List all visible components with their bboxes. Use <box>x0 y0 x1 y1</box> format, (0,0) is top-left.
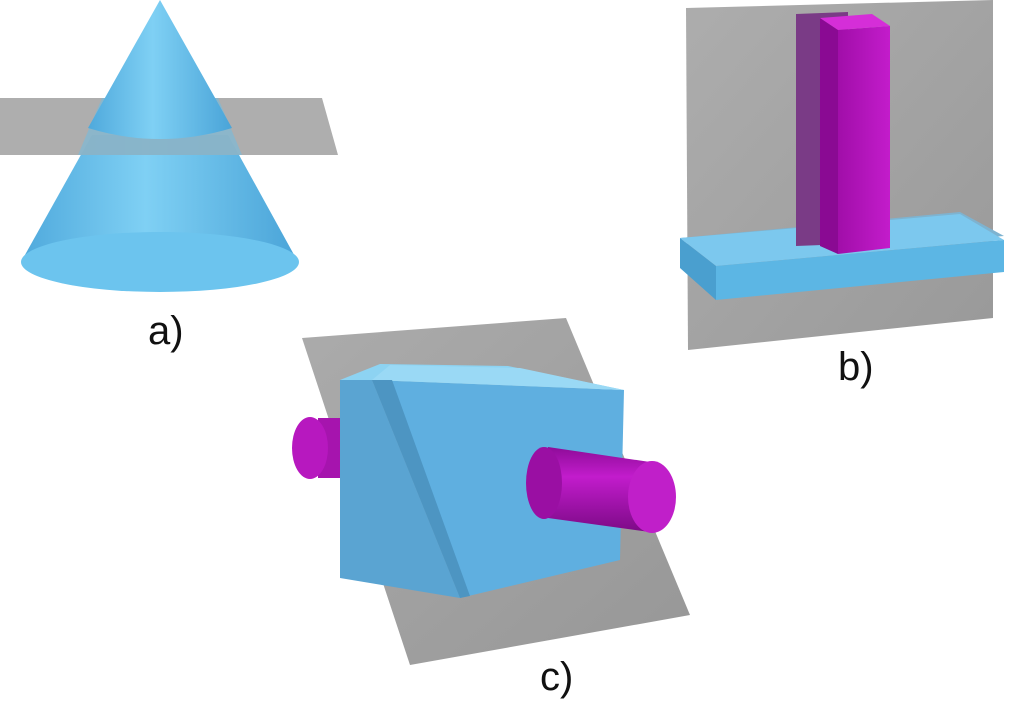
cylinder-right-body <box>548 447 650 532</box>
panel-b: b) <box>680 0 1004 389</box>
cylinder-right-cap <box>628 461 676 533</box>
bar-side <box>820 18 838 254</box>
panel-c: c) <box>292 318 690 699</box>
panel-label-a: a) <box>148 309 184 353</box>
bar-front <box>838 26 890 254</box>
cube-top-highlight <box>372 365 624 390</box>
cube-front-face <box>372 380 624 598</box>
cone-base <box>21 232 299 292</box>
bar-top <box>820 14 890 30</box>
cube-left-face <box>340 380 460 598</box>
plane-cut-shadow <box>372 380 470 598</box>
cylinder-right-end <box>526 447 562 519</box>
slab-front <box>716 240 1004 300</box>
panel-label-b: b) <box>838 345 874 389</box>
panel-label-c: c) <box>540 655 573 699</box>
cylinder-left-cap <box>292 417 328 479</box>
panel-a: a) <box>0 0 338 353</box>
cone-upper-tip <box>88 0 232 139</box>
slab-end <box>680 238 716 300</box>
